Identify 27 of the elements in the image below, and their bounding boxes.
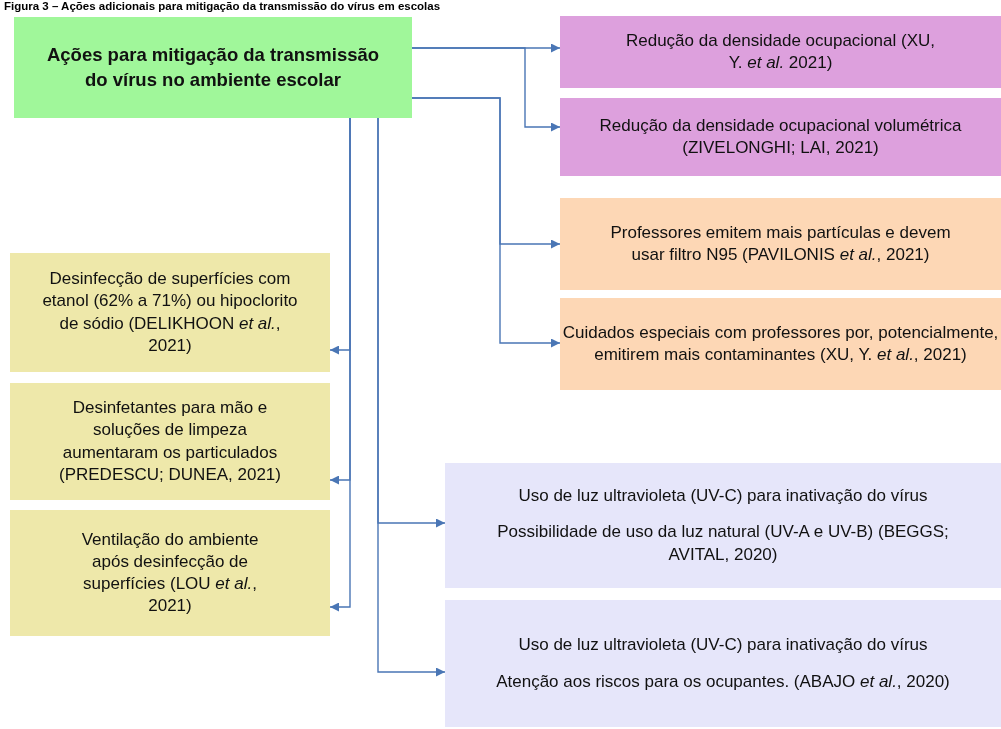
box-text: Desinfecção de superfícies com etanol (62% a 71%) ou hipoclorito de sódio (DELIKHOON et al., 2021)	[41, 268, 299, 357]
action-box	[560, 98, 1001, 176]
arrow	[411, 97, 561, 348]
box-text: Uso de luz ultravioleta (UV-C) para inativação do vírus	[518, 485, 928, 508]
box-text: Redução da densidade ocupacional volumétrica (ZIVELONGHI; LAI, 2021)	[598, 114, 963, 159]
arrow	[377, 117, 446, 677]
box-text: Professores emitem mais partículas e devem usar filtro N95 (PAVILONIS et al., 2021)	[610, 221, 951, 266]
action-box	[445, 600, 1001, 727]
figure-title: Figura 3 – Ações adicionais para mitigação da transmissão do vírus em escolas	[4, 0, 441, 13]
action-box	[560, 198, 1001, 290]
action-box	[560, 298, 1001, 390]
box-text: Ventilação do ambiente após desinfecção de superfícies (LOU et al., 2021)	[80, 528, 260, 618]
action-box	[10, 510, 330, 636]
box-text: Possibilidade de uso da luz natural (UV-A e UV-B) (BEGGS; AVITAL, 2020)	[496, 521, 950, 566]
action-box	[10, 253, 330, 372]
box-text: Uso de luz ultravioleta (UV-C) para inativação do vírus	[518, 634, 928, 657]
box-text: Redução da densidade ocupacional (XU, Y. et al. 2021)	[624, 29, 936, 74]
arrow	[329, 117, 351, 612]
box-text: Cuidados especiais com professores por, potencialmente, emitirem mais contaminantes (XU, Y. et al., 2021)	[562, 321, 999, 366]
action-box	[560, 16, 1001, 88]
arrow	[411, 47, 561, 132]
box-text: Atenção aos riscos para os ocupantes. (ABAJO et al., 2020)	[496, 670, 950, 693]
box-text: Desinfetantes para mão e soluções de limpeza aumentaram os particulados (PREDESCU; DUNEA, 2021)	[58, 397, 282, 486]
topic-box	[14, 17, 412, 118]
box-text: Ações para mitigação da transmissão do vírus no ambiente escolar	[45, 43, 381, 92]
action-box	[10, 383, 330, 500]
action-box	[445, 463, 1001, 588]
